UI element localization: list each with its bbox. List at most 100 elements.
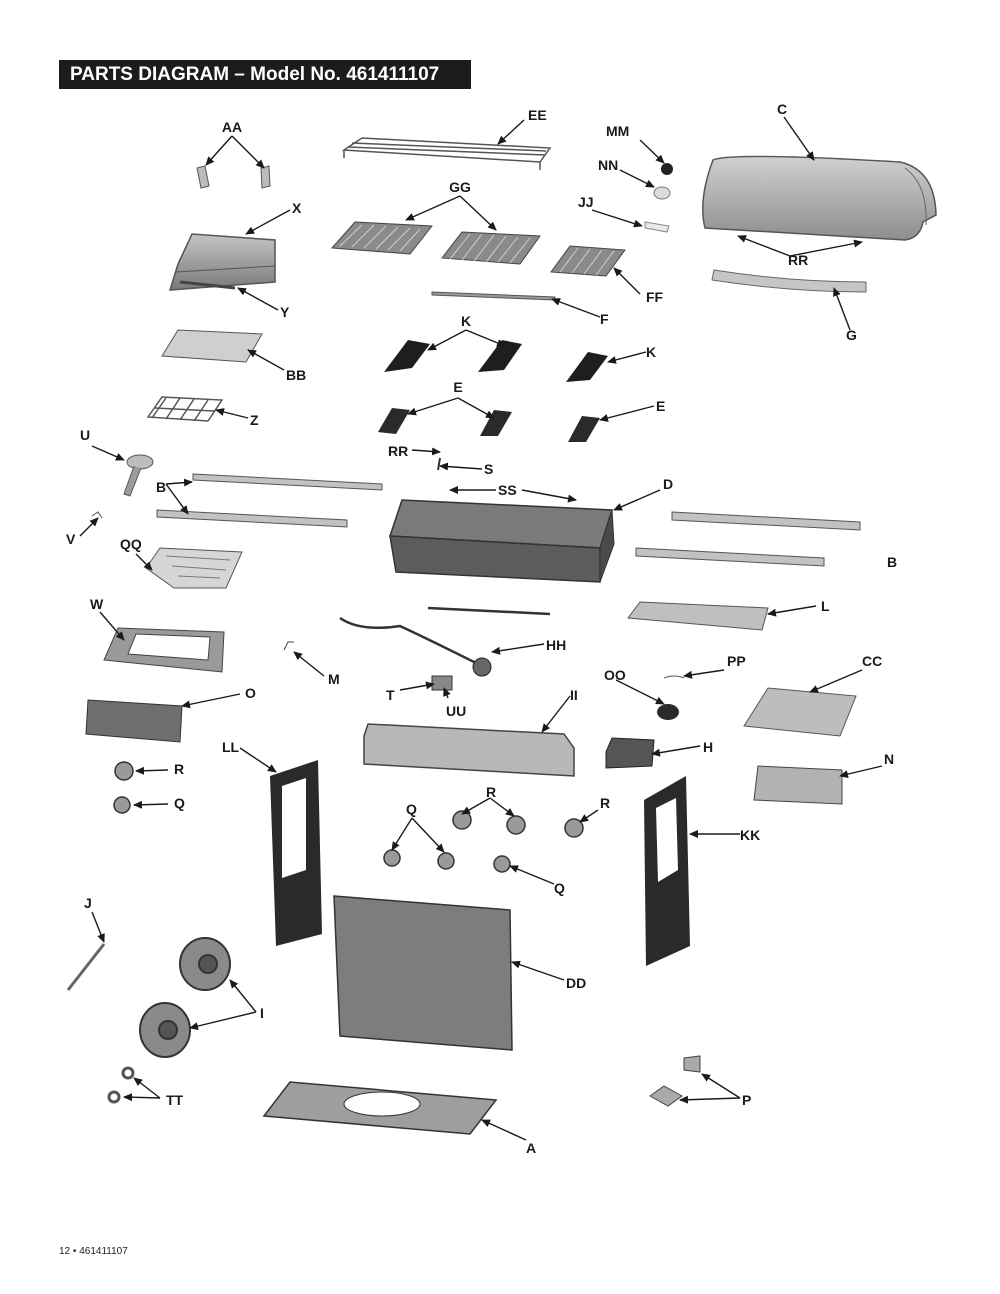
label-LL: LL [222, 739, 240, 755]
label-U: U [80, 427, 90, 443]
heat-shield-bar-part [431, 291, 556, 301]
label-HH: HH [546, 637, 566, 653]
label-F: F [600, 311, 609, 327]
handle-brackets-part [196, 165, 271, 189]
rails-part [156, 473, 861, 567]
footer-model: 461411107 [79, 1246, 128, 1257]
label-X: X [292, 200, 302, 216]
label-R-right: R [600, 795, 610, 811]
label-J: J [84, 895, 92, 911]
label-T: T [386, 687, 395, 703]
side-burner-lid-part [168, 233, 276, 291]
burners-part [378, 408, 600, 442]
label-BB: BB [286, 367, 306, 383]
label-DD: DD [566, 975, 586, 991]
side-panel-right-part [753, 765, 843, 805]
label-RR: RR [388, 443, 408, 459]
page-title: PARTS DIAGRAM – Model No. 461411107 [59, 60, 471, 89]
label-Q-left: Q [174, 795, 185, 811]
side-panel-part [85, 699, 183, 743]
label-R-left: R [174, 761, 184, 777]
label-D: D [663, 476, 673, 492]
cooking-grates-part [330, 221, 541, 265]
bottom-shelf-part [262, 1081, 498, 1135]
hood-handle-part [711, 269, 867, 293]
grease-tray-part [627, 601, 769, 631]
grease-bracket-part [605, 737, 655, 769]
washers-part [107, 1066, 135, 1104]
firebox-part [388, 499, 615, 583]
label-I: I [260, 1005, 264, 1021]
label-AA: AA [222, 119, 242, 135]
flame-tamers-part [384, 340, 608, 382]
label-S: S [484, 461, 493, 477]
back-panel-part [333, 895, 513, 1051]
control-knobs-part [113, 761, 584, 873]
grill-hood-part [702, 155, 937, 241]
side-shelf-part [743, 687, 857, 737]
wheels-part [139, 937, 231, 1058]
callout-labels: AA EE MM NN C GG JJ X RR Y FF F G K K BB… [66, 101, 897, 1156]
screw-part [437, 457, 441, 471]
side-burner-plate-part [161, 329, 263, 363]
regulator-part [472, 657, 492, 677]
label-A: A [526, 1140, 536, 1156]
label-II: II [570, 687, 578, 703]
page-footer: 12 • 461411107 [59, 1246, 128, 1257]
valve-clip-part [91, 511, 103, 519]
label-C: C [777, 101, 787, 117]
thermometer-part [644, 221, 670, 233]
label-K: K [461, 313, 471, 329]
label-UU: UU [446, 703, 466, 719]
label-H: H [703, 739, 713, 755]
leader-arrows [79, 116, 883, 1141]
page-number: 12 [59, 1246, 71, 1257]
side-burner-grate-rack-part [146, 396, 224, 422]
label-PP: PP [727, 653, 746, 669]
label-L: L [821, 598, 830, 614]
label-Q-right: Q [554, 880, 565, 896]
label-O: O [245, 685, 256, 701]
label-KK: KK [740, 827, 760, 843]
label-B-left: B [156, 479, 166, 495]
igniter-module-part [431, 675, 453, 691]
label-Z: Z [250, 412, 259, 428]
label-EE: EE [528, 107, 547, 123]
label-CC: CC [862, 653, 882, 669]
control-panel-part [363, 723, 575, 777]
label-W: W [90, 596, 104, 612]
label-RR-hood: RR [788, 252, 808, 268]
footer-separator: • [72, 1246, 77, 1257]
grease-cup-part [657, 704, 679, 720]
label-P: P [742, 1092, 751, 1108]
hose-part [66, 943, 106, 991]
manifold-part [339, 606, 551, 667]
label-FF: FF [646, 289, 664, 305]
knob-cap-part [661, 163, 673, 175]
warming-rack-part [341, 137, 552, 170]
label-OO: OO [604, 667, 626, 683]
grease-cup-holder-part [663, 675, 685, 679]
igniter-button-part [653, 186, 671, 200]
label-E-right: E [656, 398, 665, 414]
label-V: V [66, 531, 76, 547]
label-E: E [453, 379, 462, 395]
label-JJ: JJ [578, 194, 594, 210]
label-Y: Y [280, 304, 290, 320]
drip-basket-part [145, 547, 243, 589]
label-R-center: R [486, 784, 496, 800]
label-B-right: B [887, 554, 897, 570]
label-QQ: QQ [120, 536, 142, 552]
label-N: N [884, 751, 894, 767]
label-G: G [846, 327, 857, 343]
label-MM: MM [606, 123, 629, 139]
side-shelf-frame-part [103, 627, 225, 673]
cart-leg-panels-part [282, 778, 678, 882]
label-K-right: K [646, 344, 656, 360]
label-TT: TT [166, 1092, 184, 1108]
label-SS: SS [498, 482, 517, 498]
label-GG: GG [449, 179, 471, 195]
spring-clip-part [283, 641, 294, 651]
label-M: M [328, 671, 340, 687]
